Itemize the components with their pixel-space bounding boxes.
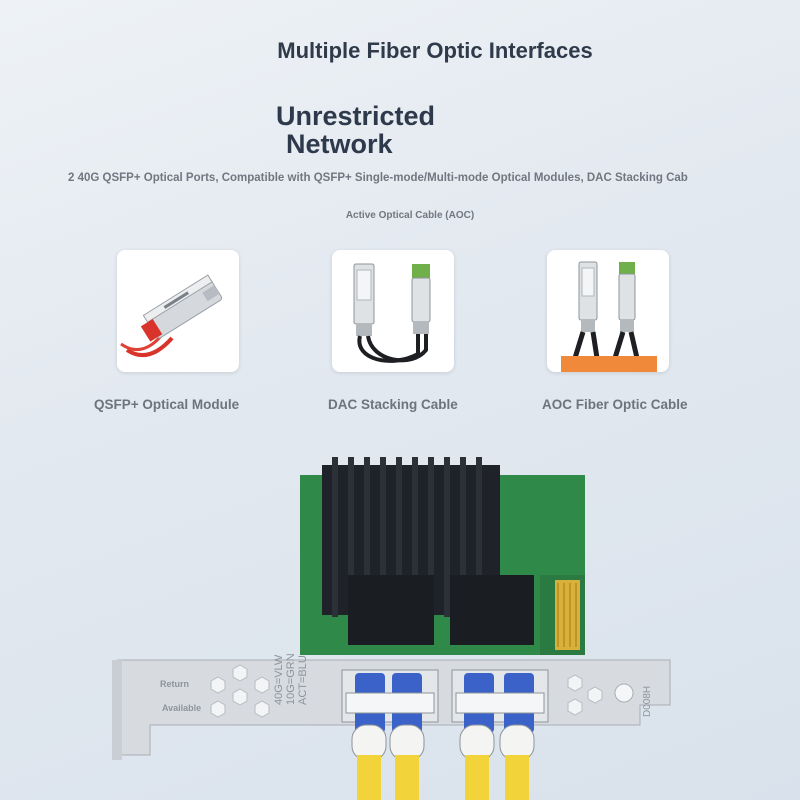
headline: Unrestricted Network xyxy=(276,102,496,158)
network-card-illustration: Return Available 40G=VLW 10G=GRN ACT=BLU… xyxy=(112,457,671,800)
ports-description: 2 40G QSFP+ Optical Ports, Compatible wi… xyxy=(68,172,688,184)
dac-cable-label: DAC Stacking Cable xyxy=(328,397,458,412)
bracket-model-label: D008H xyxy=(642,686,653,717)
qsfp-module-icon xyxy=(120,274,223,358)
qsfp-module-card xyxy=(117,250,239,372)
headline-line-1: Unrestricted xyxy=(276,101,436,131)
qsfp-port-2[interactable] xyxy=(451,669,549,800)
heatsink xyxy=(322,457,534,645)
aoc-cable-icon xyxy=(561,261,657,372)
qsfp-port-1[interactable] xyxy=(341,669,439,800)
bracket-available-label: Available xyxy=(162,703,201,713)
qsfp-module-label: QSFP+ Optical Module xyxy=(94,397,240,412)
dac-cable-card xyxy=(332,250,454,372)
led-legend-40g: 40G=VLW xyxy=(273,654,285,705)
led-legend-10g: 10G=GRN xyxy=(285,653,297,705)
bracket-return-label: Return xyxy=(160,679,189,689)
dac-cable-icon xyxy=(353,263,431,363)
aoc-subdescription: Active Optical Cable (AOC) xyxy=(345,210,475,221)
aoc-cable-label: AOC Fiber Optic Cable xyxy=(542,397,688,412)
aoc-cable-card xyxy=(547,250,669,372)
headline-line-2: Network xyxy=(286,129,393,159)
page-title: Multiple Fiber Optic Interfaces xyxy=(277,38,593,63)
led-legend-act: ACT=BLU xyxy=(297,655,309,705)
